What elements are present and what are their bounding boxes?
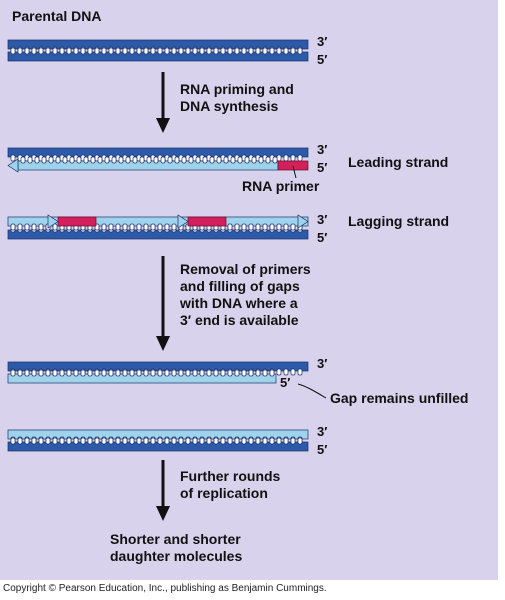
parental-bottom-strand	[7, 47, 309, 62]
row1-three-prime: 3′	[317, 34, 328, 49]
okazaki-arrowhead-3	[297, 214, 309, 229]
rna-primer-segment-1	[57, 216, 97, 227]
parental-dna-duplex	[7, 39, 309, 62]
gapped-new-strand	[7, 369, 277, 384]
further-step-line-2: of replication	[180, 485, 268, 501]
rna-primer-segment	[277, 160, 309, 171]
removal-step-line-4: 3′ end is available	[180, 312, 299, 328]
leading-new-strand	[17, 156, 279, 171]
figure-panel: Parental DNA 3′ 5′ RNA priming and DNA s…	[0, 0, 498, 580]
priming-step-line-2: DNA synthesis	[180, 98, 279, 114]
gapped-daughter-duplex	[7, 361, 309, 384]
row2-three-prime: 3′	[317, 142, 328, 157]
leading-strand-duplex	[7, 147, 309, 173]
removal-step-line-3: with DNA where a	[180, 295, 298, 311]
rna-primer-segment-2	[187, 216, 227, 227]
lagging-strand-duplex	[7, 214, 309, 240]
result-line-1: Shorter and shorter	[110, 531, 241, 547]
step-arrow-3	[156, 460, 170, 521]
rna-primer-pointer	[292, 166, 297, 179]
row3-three-prime: 3′	[317, 212, 328, 227]
short-bottom-strand	[7, 437, 309, 452]
leading-strand-label: Leading strand	[348, 154, 449, 170]
row2-five-prime: 5′	[317, 160, 328, 175]
rna-primer-label: RNA primer	[242, 178, 320, 194]
result-line-2: daughter molecules	[110, 548, 243, 564]
copyright-notice: Copyright © Pearson Education, Inc., pub…	[3, 583, 327, 594]
okazaki-arrowhead-2	[177, 214, 189, 229]
leading-arrowhead	[7, 158, 19, 173]
removal-step-line-1: Removal of primers	[180, 261, 311, 277]
parental-dna-title: Parental DNA	[12, 8, 102, 24]
row5-three-prime: 3′	[317, 424, 328, 439]
priming-step-line-1: RNA priming and	[180, 81, 294, 97]
gap-label: Gap remains unfilled	[330, 390, 469, 406]
step-arrow-2	[156, 256, 170, 351]
row5-five-prime: 5′	[317, 442, 328, 457]
row4-five-prime: 5′	[280, 375, 291, 390]
gap-pointer	[297, 383, 327, 399]
row1-five-prime: 5′	[317, 52, 328, 67]
row4-three-prime: 3′	[317, 356, 328, 371]
further-step-line-1: Further rounds	[180, 468, 281, 484]
removal-step-line-2: and filling of gaps	[180, 278, 300, 294]
step-arrow-1	[156, 72, 170, 133]
shortened-duplex	[7, 429, 309, 452]
row3-five-prime: 5′	[317, 230, 328, 245]
lagging-strand-label: Lagging strand	[348, 213, 450, 229]
okazaki-arrowhead-1	[47, 214, 59, 229]
